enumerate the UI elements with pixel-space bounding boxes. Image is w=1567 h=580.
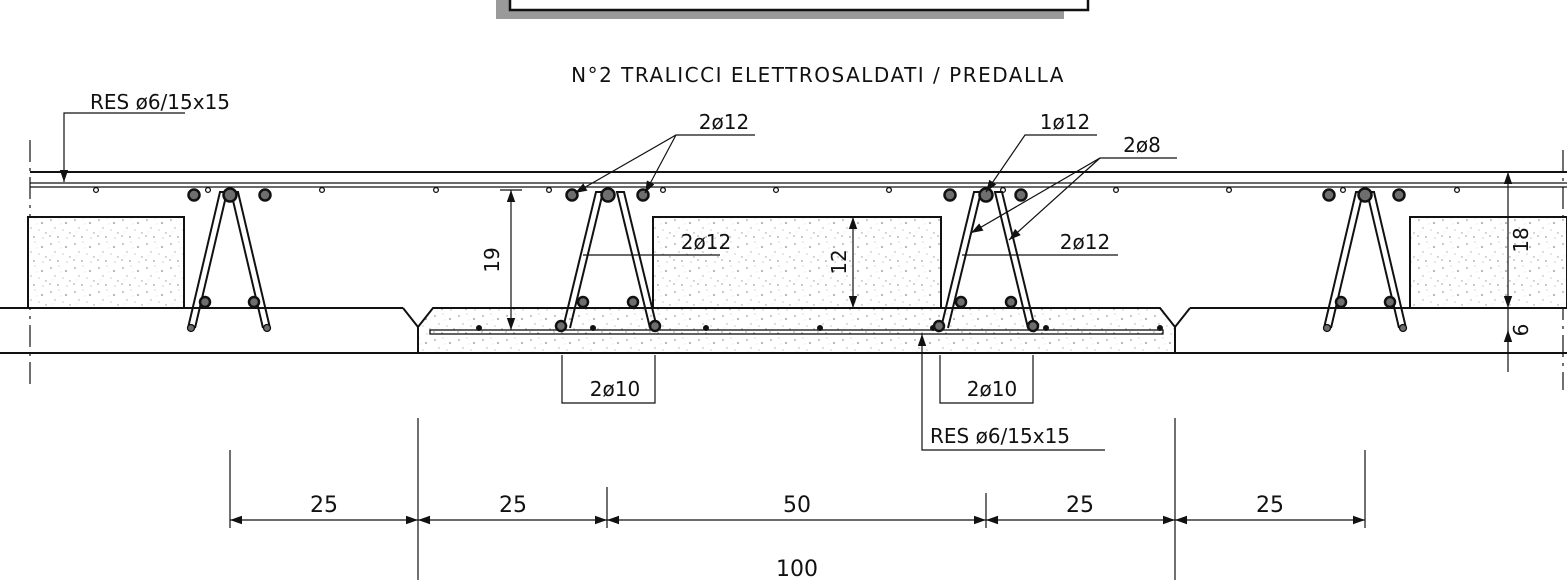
svg-text:2ø12: 2ø12: [699, 110, 749, 134]
predalla-mesh: [429, 329, 1164, 335]
label-mid-2d12-right: 2ø12: [962, 230, 1118, 256]
truss-1: [186, 187, 272, 333]
svg-text:2ø12: 2ø12: [681, 230, 731, 254]
label-res-top: RES ø6/15x15: [59, 90, 230, 182]
label-top-2d8: 2ø8: [970, 133, 1177, 241]
dim-extension-lines: [229, 418, 1366, 580]
label-bot-2d10-left: 2ø10: [561, 355, 656, 404]
truss-4: [1322, 187, 1408, 333]
dim-h5: 25: [1256, 493, 1284, 518]
svg-text:2ø12: 2ø12: [1060, 230, 1110, 254]
lightening-blocks: [27, 216, 1567, 309]
label-bot-2d10-right: 2ø10: [939, 355, 1034, 404]
dim-total: 100: [776, 557, 818, 580]
drawing-title: N°2 TRALICCI ELETTROSALDATI / PREDALLA: [571, 63, 1065, 87]
dim-h3: 50: [783, 493, 811, 518]
svg-text:12: 12: [827, 249, 851, 274]
label-top-2d12: 2ø12: [574, 110, 755, 194]
distribution-bars: [92, 186, 1461, 194]
svg-text:19: 19: [480, 247, 504, 272]
title-frame: [496, 0, 1090, 19]
label-res-bottom: RES ø6/15x15: [917, 334, 1105, 451]
dim-h-chain: 25 25 50 25 25: [230, 493, 1365, 525]
svg-text:RES ø6/15x15: RES ø6/15x15: [90, 90, 230, 114]
truss-3: [932, 187, 1040, 333]
svg-text:6: 6: [1509, 324, 1533, 337]
svg-text:2ø8: 2ø8: [1123, 133, 1161, 157]
dim-h2: 25: [499, 493, 527, 518]
svg-text:18: 18: [1509, 227, 1533, 252]
svg-text:1ø12: 1ø12: [1040, 110, 1090, 134]
label-top-1d12: 1ø12: [985, 110, 1097, 193]
dim-v6: 6: [1503, 308, 1533, 372]
dim-v18: 18: [1503, 172, 1533, 308]
dim-h1: 25: [310, 493, 338, 518]
slab-top-lines: [30, 171, 1567, 188]
label-mid-2d12-left: 2ø12: [583, 230, 731, 256]
truss-2: [554, 187, 662, 333]
svg-text:2ø10: 2ø10: [590, 377, 640, 401]
dim-v12: 12: [827, 216, 864, 308]
dim-h4: 25: [1066, 493, 1094, 518]
svg-text:2ø10: 2ø10: [967, 377, 1017, 401]
dim-v19: 19: [480, 189, 522, 330]
svg-text:RES ø6/15x15: RES ø6/15x15: [930, 424, 1070, 448]
